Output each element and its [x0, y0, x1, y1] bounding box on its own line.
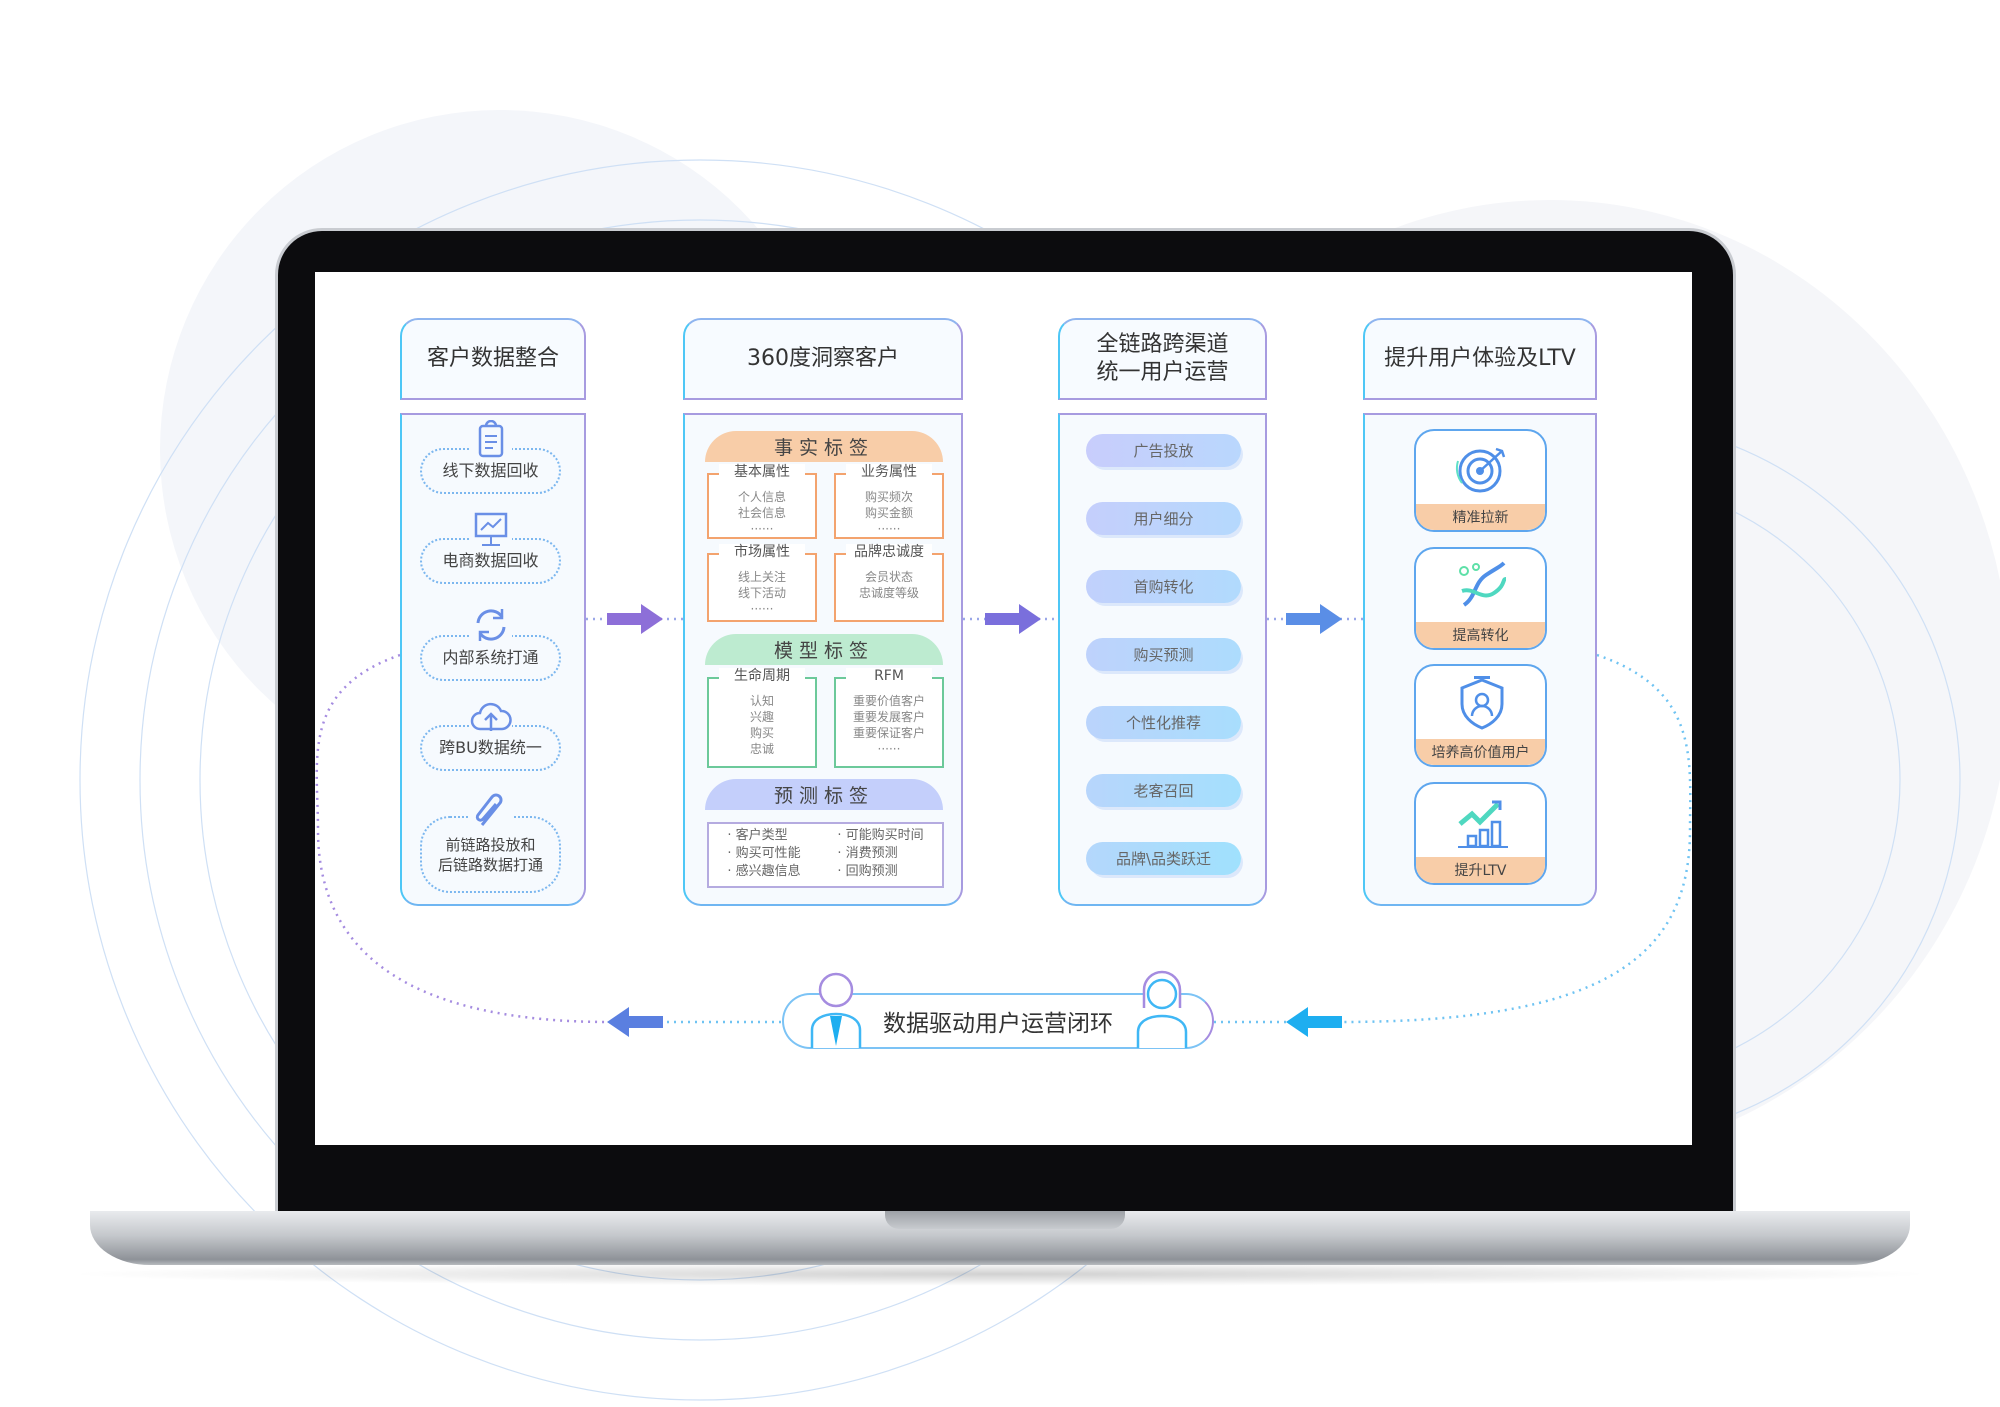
arrow-right-icon [1286, 604, 1342, 634]
target-icon [1455, 447, 1506, 493]
tag-box-title: RFM [846, 668, 932, 684]
channel-item: 个性化推荐 [1086, 706, 1241, 739]
woman-avatar-icon [1136, 970, 1188, 1048]
column-ltv: 精准拉新 提高转化 培养高价值用户 提升LTV [1363, 413, 1597, 906]
predict-tags-right: · 可能购买时间 · 消费预测 · 回购预测 [837, 828, 924, 879]
column-header-data-integration: 客户数据整合 [400, 318, 586, 400]
tag-box-lifecycle: 生命周期认知 兴趣 购买 忠诚 [707, 668, 817, 768]
arrow-left-icon [607, 1007, 663, 1037]
card-label: 培养高价值用户 [1416, 739, 1545, 765]
card-label: 精准拉新 [1416, 504, 1545, 530]
card-label: 提升LTV [1416, 857, 1545, 883]
channel-item: 广告投放 [1086, 434, 1241, 467]
monitor-chart-icon [470, 510, 512, 550]
dna-icon [1459, 561, 1507, 607]
card-improve-conversion: 提高转化 [1414, 547, 1547, 650]
arrow-right-icon [607, 604, 663, 634]
loop-label: 数据驱动用户运营闭环 [883, 1011, 1113, 1037]
channel-item: 老客召回 [1086, 774, 1241, 807]
card-label: 提高转化 [1416, 622, 1545, 648]
tag-box-lines: 认知 兴趣 购买 忠诚 [749, 694, 774, 756]
column-header-360-insight: 360度洞察客户 [683, 318, 963, 400]
channel-item: 品牌\品类跃迁 [1086, 842, 1241, 875]
man-avatar-icon [810, 972, 862, 1048]
tag-box-title: 业务属性 [846, 464, 932, 480]
column-data-integration: 线下数据回收 电商数据回收 内部系统打通 跨BU数据统一 前链路投放和 后链路数… [400, 413, 586, 906]
item-label: 内部系统打通 [442, 648, 539, 667]
fact-tags-header: 事实标签 [705, 431, 943, 462]
laptop-notch [885, 1211, 1125, 1229]
sync-icon [470, 605, 512, 645]
channel-item: 购买预测 [1086, 638, 1241, 671]
tag-box-loyalty: 品牌忠诚度会员状态 忠诚度等级 [834, 544, 944, 622]
item-label: 跨BU数据统一 [439, 738, 542, 757]
predict-tags-left: · 客户类型 · 购买可性能 · 感兴趣信息 [727, 828, 801, 879]
column-header-ltv: 提升用户体验及LTV [1363, 318, 1597, 400]
tag-box-market: 市场属性线上关注 线下活动 ······ [707, 544, 817, 622]
tag-box-rfm: RFM 重要价值客户 重要发展客户 重要保证客户 ······ [834, 668, 944, 768]
predict-tags-box: · 客户类型 · 购买可性能 · 感兴趣信息 · 可能购买时间 · 消费预测 ·… [707, 822, 944, 888]
tag-box-lines: 线上关注 线下活动 ······ [737, 570, 786, 616]
tag-box-title: 基本属性 [719, 464, 805, 480]
tag-box-basic: 基本属性个人信息 社会信息 ······ [707, 464, 817, 539]
tag-box-lines: 购买频次 购买金额 ······ [864, 490, 913, 536]
model-tags-header: 模型标签 [705, 634, 943, 665]
tag-box-title: 生命周期 [719, 668, 805, 684]
user-shield-icon [1460, 676, 1504, 730]
growth-chart-icon [1458, 800, 1508, 848]
arrow-right-icon [985, 604, 1041, 634]
tag-box-lines: 重要价值客户 重要发展客户 重要保证客户 ······ [852, 694, 925, 756]
item-label: 线下数据回收 [442, 461, 539, 480]
tag-box-lines: 个人信息 社会信息 ······ [737, 490, 786, 536]
item-label: 电商数据回收 [442, 551, 539, 570]
clipboard-icon [470, 420, 512, 460]
column-omnichannel: 广告投放用户细分首购转化购买预测个性化推荐老客召回品牌\品类跃迁 [1058, 413, 1267, 906]
paperclip-icon [470, 793, 512, 833]
card-increase-ltv: 提升LTV [1414, 782, 1547, 885]
column-header-omnichannel: 全链路跨渠道 统一用户运营 [1058, 318, 1267, 400]
cloud-upload-icon [470, 697, 512, 737]
arrow-left-icon [1286, 1007, 1342, 1037]
tag-box-title: 品牌忠诚度 [846, 544, 932, 560]
tag-box-business: 业务属性购买频次 购买金额 ······ [834, 464, 944, 539]
column-360-insight: 事实标签 基本属性个人信息 社会信息 ······ 业务属性购买频次 购买金额 … [683, 413, 963, 906]
card-precise-acquisition: 精准拉新 [1414, 429, 1547, 532]
channel-item: 首购转化 [1086, 570, 1241, 603]
laptop-shadow [60, 1262, 1940, 1286]
channel-item: 用户细分 [1086, 502, 1241, 535]
tag-box-title: 市场属性 [719, 544, 805, 560]
item-label: 前链路投放和 后链路数据打通 [437, 835, 543, 874]
tag-box-lines: 会员状态 忠诚度等级 [858, 570, 919, 600]
predict-tags-header: 预测标签 [705, 779, 943, 810]
card-high-value-users: 培养高价值用户 [1414, 664, 1547, 767]
